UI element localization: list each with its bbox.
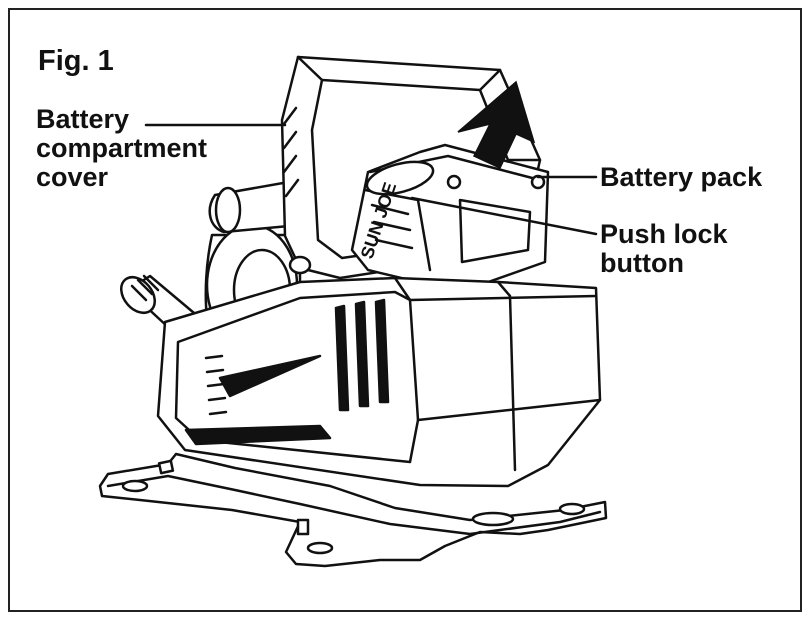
motor-body <box>156 276 602 488</box>
up-arrow-icon <box>457 80 536 169</box>
label-push-lock-button: Push lock button <box>600 219 728 279</box>
leader-lines <box>144 123 598 236</box>
battery-pack <box>350 143 550 294</box>
label-battery-pack: Battery pack <box>600 162 763 192</box>
label-battery-compartment-cover: Battery compartment cover <box>36 104 208 193</box>
base-plate <box>98 452 608 568</box>
figure-title: Fig. 1 <box>38 45 114 77</box>
